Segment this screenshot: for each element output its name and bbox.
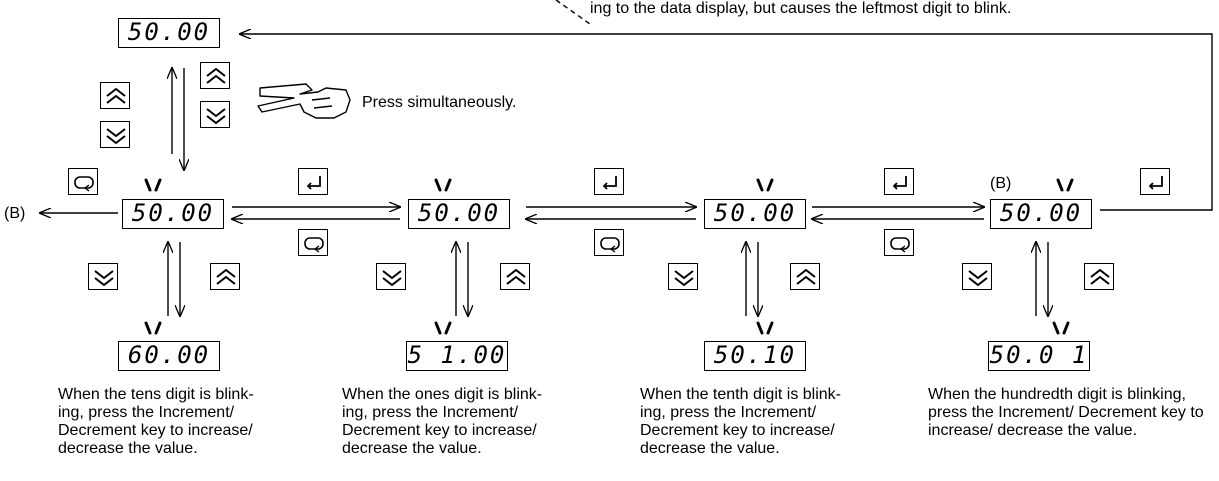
double-down-chevron-icon [674,270,694,287]
simultaneous-decrement-key[interactable] [200,101,230,128]
b-label-right: (B) [990,175,1012,192]
enter-key-return-to-top[interactable] [1140,168,1170,195]
mode-cycle-icon [890,237,910,253]
mode-key-ones-to-tens[interactable] [298,229,328,256]
mode-cycle-icon [304,237,324,253]
enter-return-icon [602,176,617,190]
return-to-top-arrow [240,34,1213,211]
tens-increment-key[interactable] [210,263,240,290]
hundredth-digit-display: 50.00 [990,199,1092,229]
ones-decrement-key[interactable] [376,263,406,290]
double-down-chevron-icon [968,270,988,287]
tens-digit-display: 50.00 [122,199,224,229]
top-data-display: 50.00 [118,18,220,48]
double-up-chevron-icon [796,268,816,285]
ones-digit-display: 50.00 [408,199,510,229]
note-leader-line [555,0,591,25]
double-up-chevron-icon [106,87,126,104]
double-down-chevron-icon [206,108,226,125]
ones-increment-key[interactable] [500,263,530,290]
enter-return-icon [892,176,907,190]
simultaneous-increment-key[interactable] [200,62,230,89]
hundredth-result-display: 50.0 1 [988,341,1090,371]
double-up-chevron-icon [216,268,236,285]
double-up-chevron-icon [206,67,226,84]
enter-return-icon [1148,176,1163,190]
hundredth-caption: When the hundredth digit is blinking, pr… [928,386,1204,439]
tenth-decrement-key[interactable] [668,263,698,290]
double-up-chevron-icon [506,268,526,285]
enter-key-ones-to-tenth[interactable] [594,168,624,195]
enter-return-icon [306,176,321,190]
tenth-caption: When the tenth digit is blink-ing, press… [640,386,841,457]
tenth-result-display: 50.10 [704,341,806,371]
b-label-left: (B) [4,205,26,222]
double-down-chevron-icon [382,270,402,287]
enter-key-tens-to-ones[interactable] [298,168,328,195]
double-down-chevron-icon [94,270,114,287]
mode-key-hundredth-to-tenth[interactable] [884,229,914,256]
double-down-chevron-icon [106,128,126,145]
blink-marks-icon [144,178,1074,335]
ones-caption: When the ones digit is blink-ing, press … [342,386,543,457]
mode-key-tenth-to-ones[interactable] [594,229,624,256]
tens-result-display: 60.00 [118,341,220,371]
tenth-digit-display: 50.00 [704,199,806,229]
decrement-key[interactable] [100,121,130,148]
hundredth-decrement-key[interactable] [962,263,992,290]
double-up-chevron-icon [1090,268,1110,285]
tens-decrement-key[interactable] [88,263,118,290]
hundredth-increment-key[interactable] [1084,263,1114,290]
mode-cycle-icon [600,237,620,253]
ones-result-display: 5 1.00 [406,341,508,371]
two-finger-hand-icon [257,83,351,119]
blink-note-text: ing to the data display, but causes the … [590,0,1012,17]
press-simultaneously-label: Press simultaneously. [362,94,517,111]
mode-key-left[interactable] [68,168,98,195]
increment-key[interactable] [100,82,130,109]
enter-key-tenth-to-hundredth[interactable] [884,168,914,195]
tens-caption: When the tens digit is blink-ing, press … [58,386,254,457]
mode-cycle-icon [74,176,94,192]
tenth-increment-key[interactable] [790,263,820,290]
